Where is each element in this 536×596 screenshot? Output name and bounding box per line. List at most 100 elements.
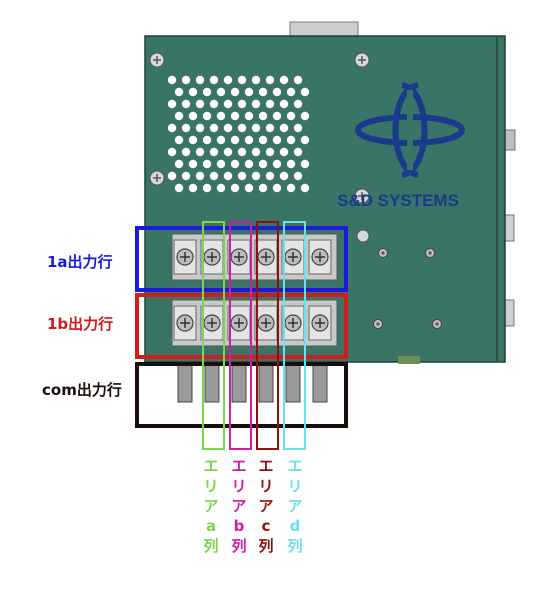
vent-hole — [300, 111, 310, 121]
vent-hole — [265, 171, 275, 181]
vent-hole — [279, 147, 289, 157]
panel-screw — [373, 319, 383, 329]
vent-hole — [265, 147, 275, 157]
com-pins — [177, 361, 328, 403]
vent-hole — [167, 147, 177, 157]
vent-hole — [286, 111, 296, 121]
screw — [354, 52, 370, 68]
vent-hole — [216, 183, 226, 193]
panel-screw — [378, 248, 388, 258]
panel-screw — [432, 319, 442, 329]
vent-hole — [279, 99, 289, 109]
terminal-screw — [200, 239, 224, 275]
vent-hole — [188, 159, 198, 169]
vent-hole — [230, 87, 240, 97]
vent-hole — [223, 147, 233, 157]
vent-hole — [251, 147, 261, 157]
vent-hole — [181, 123, 191, 133]
vent-hole — [195, 123, 205, 133]
vent-hole — [216, 111, 226, 121]
vent-hole — [223, 171, 233, 181]
vent-hole — [174, 111, 184, 121]
vent-hole — [286, 183, 296, 193]
panel-screw — [425, 248, 435, 258]
screw — [356, 229, 370, 243]
row-label-com: com出力行 — [42, 381, 122, 399]
vent-hole — [230, 183, 240, 193]
vent-hole — [202, 183, 212, 193]
vent-hole — [244, 183, 254, 193]
vent-hole — [167, 123, 177, 133]
vent-hole — [265, 99, 275, 109]
vent-hole — [258, 135, 268, 145]
vent-hole — [209, 171, 219, 181]
vent-hole — [209, 75, 219, 85]
vent-hole — [258, 111, 268, 121]
s-and-d-logo — [355, 82, 465, 178]
vent-hole — [202, 87, 212, 97]
vent-hole — [181, 171, 191, 181]
vent-hole — [272, 159, 282, 169]
vent-hole — [293, 171, 303, 181]
vent-hole — [244, 135, 254, 145]
vent-hole — [202, 111, 212, 121]
vent-hole — [174, 87, 184, 97]
vent-hole — [258, 183, 268, 193]
vent-hole — [293, 147, 303, 157]
right-fin-upper — [504, 129, 516, 151]
terminal-screw — [281, 239, 305, 275]
col-box-b — [229, 221, 252, 450]
vent-hole — [272, 183, 282, 193]
vent-hole — [244, 159, 254, 169]
vent-hole — [272, 111, 282, 121]
screw — [354, 188, 370, 204]
vent-hole — [230, 159, 240, 169]
row-label-1a: 1a出力行 — [47, 253, 113, 271]
row-box-com — [135, 362, 348, 428]
vent-hole — [300, 87, 310, 97]
vent-hole — [293, 123, 303, 133]
vent-hole — [237, 171, 247, 181]
terminal-screw — [254, 239, 278, 275]
terminal-screw — [281, 305, 305, 341]
vent-hole — [286, 87, 296, 97]
vent-hole — [237, 123, 247, 133]
vent-hole — [167, 75, 177, 85]
vent-hole — [223, 75, 233, 85]
vent-hole — [251, 123, 261, 133]
terminal-screw — [200, 305, 224, 341]
row-box-1b — [135, 293, 348, 359]
vent-hole — [174, 135, 184, 145]
vent-hole — [209, 147, 219, 157]
row-label-1b: 1b出力行 — [47, 315, 114, 333]
panel-screws — [373, 248, 442, 329]
vent-hole — [209, 123, 219, 133]
vent-hole — [202, 159, 212, 169]
vent-hole — [181, 147, 191, 157]
vent-hole — [300, 183, 310, 193]
row-box-1a — [135, 226, 348, 292]
terminal-screw — [227, 239, 251, 275]
vent-hole — [258, 87, 268, 97]
vent-hole — [279, 75, 289, 85]
vent-hole — [300, 135, 310, 145]
vent-hole — [251, 171, 261, 181]
vent-hole — [216, 159, 226, 169]
vent-hole — [293, 99, 303, 109]
vent-hole — [188, 183, 198, 193]
vent-hole — [188, 111, 198, 121]
vent-hole — [167, 171, 177, 181]
vent-hole — [244, 111, 254, 121]
vent-hole — [174, 159, 184, 169]
col-box-c — [256, 221, 279, 450]
vent-hole — [174, 183, 184, 193]
terminal-screw — [308, 239, 332, 275]
vent-hole — [195, 75, 205, 85]
vent-hole — [251, 99, 261, 109]
vent-hole — [251, 75, 261, 85]
